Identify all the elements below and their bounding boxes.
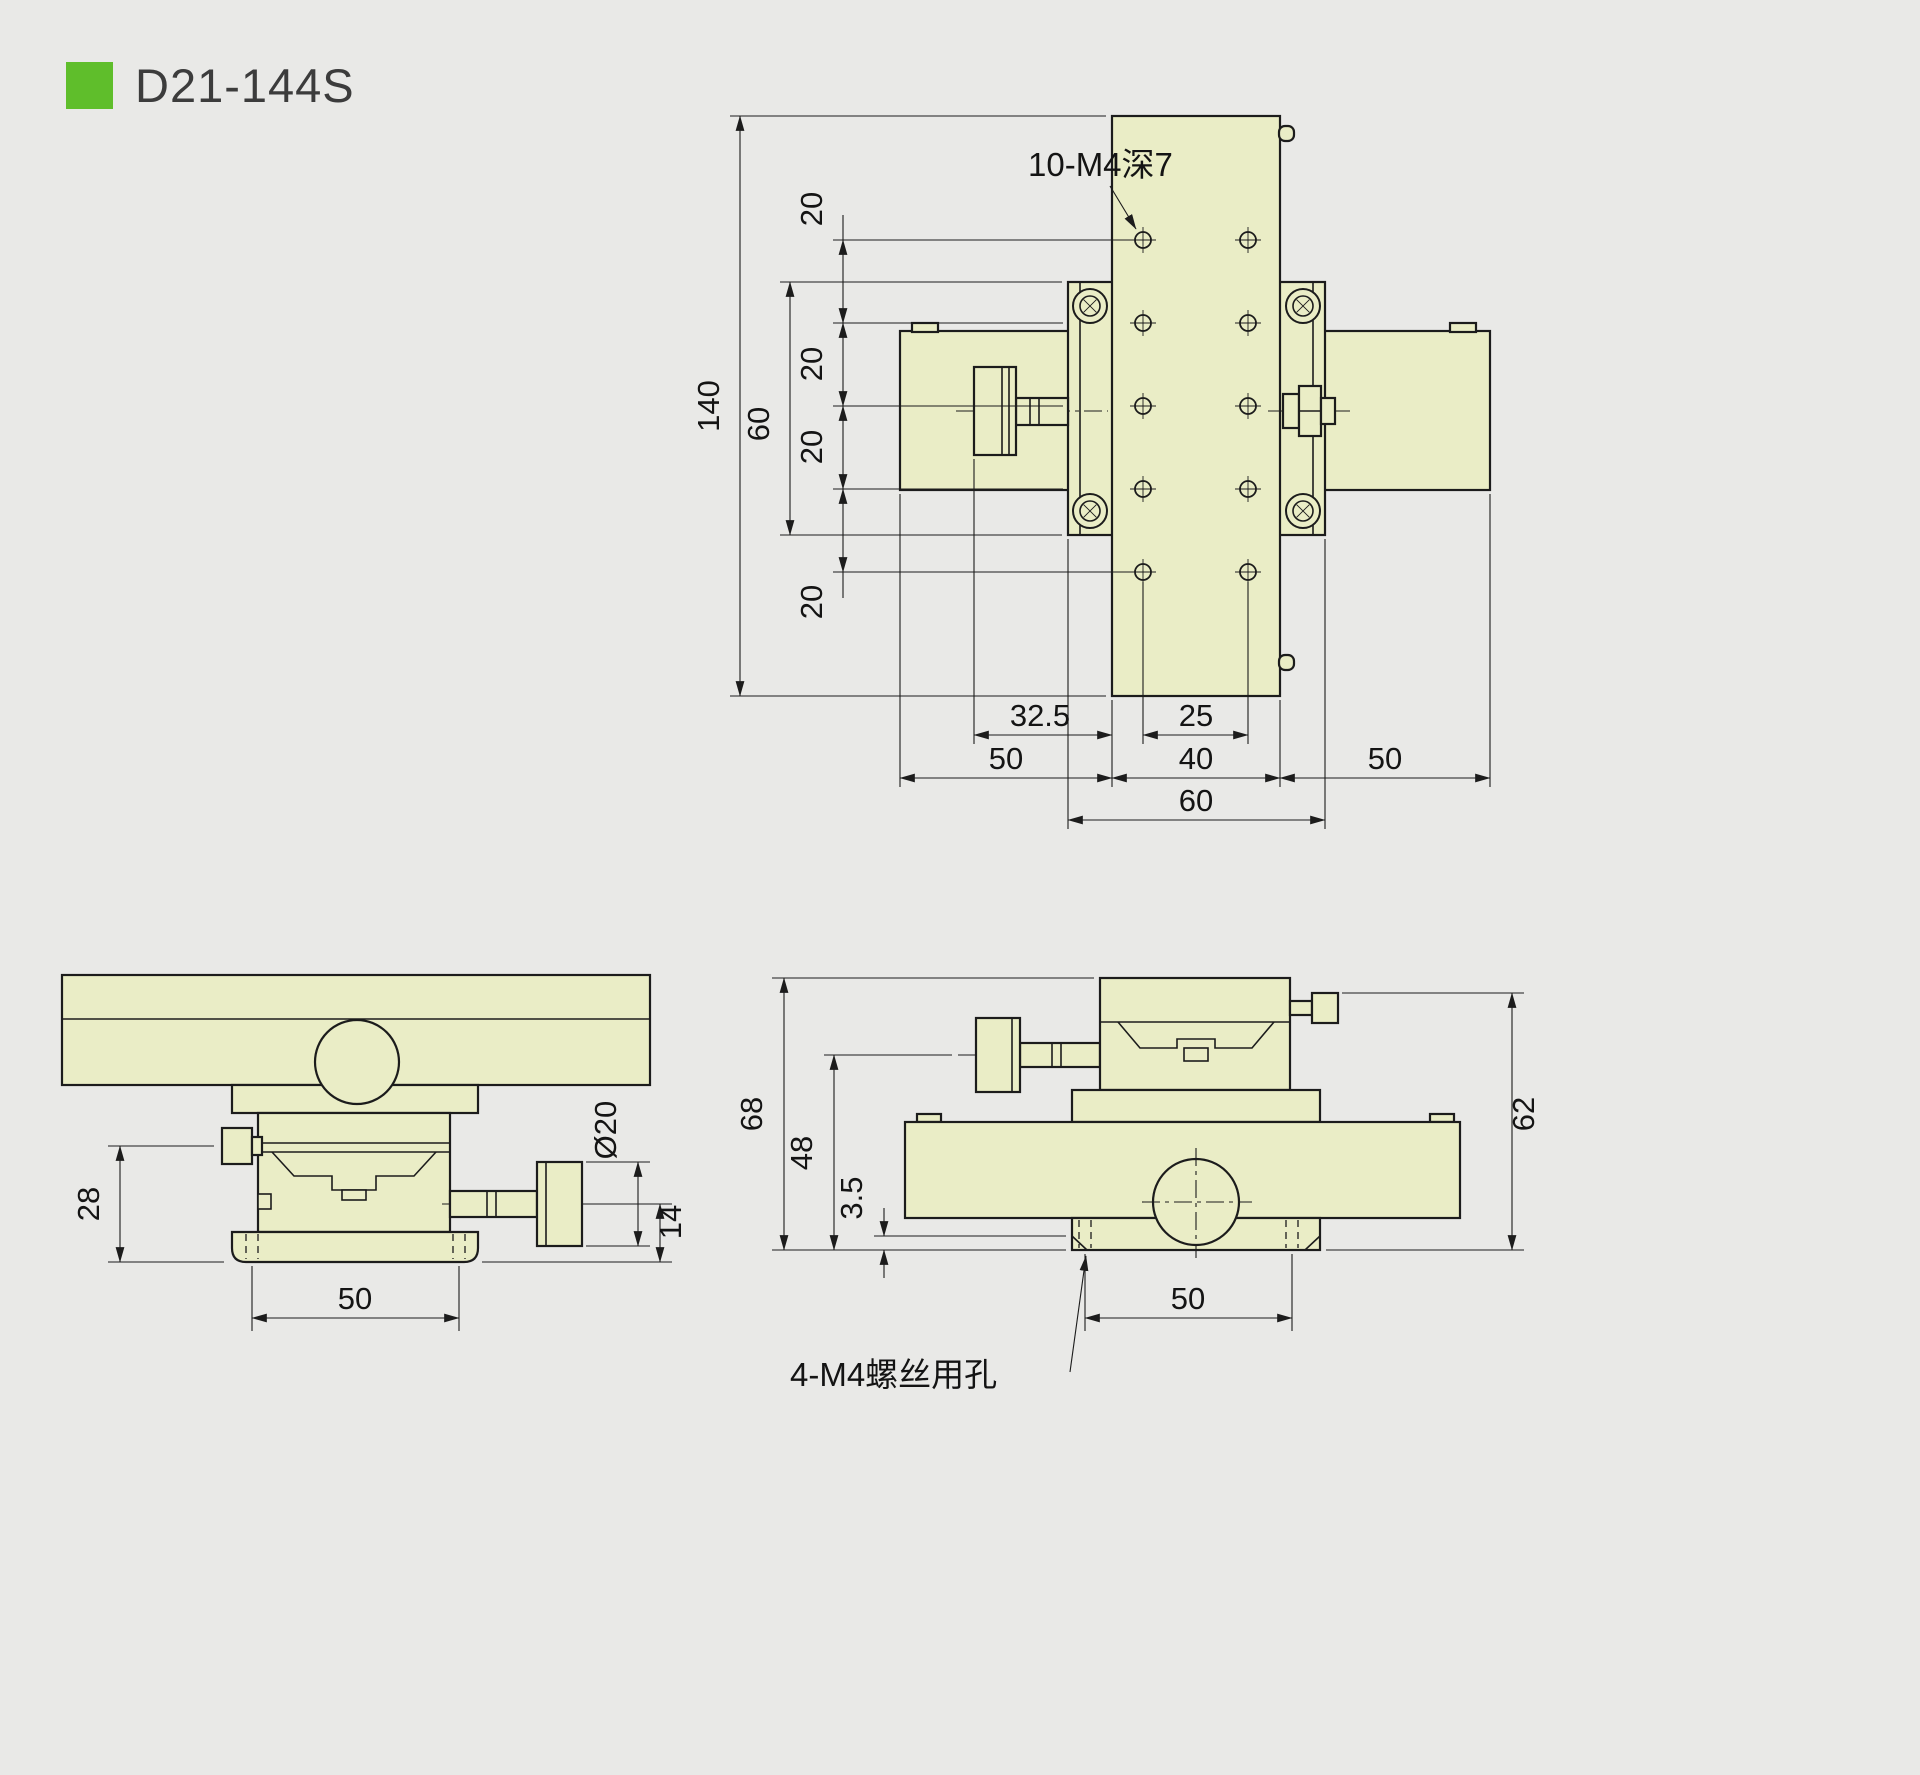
cap-screw-icon (1285, 288, 1321, 324)
page-title: D21-144S (135, 59, 355, 112)
adjuster-tip (1319, 396, 1337, 426)
top-view: 10-M4深7 140 60 (691, 114, 1492, 829)
base-holes-callout: 4-M4螺丝用孔 (790, 1356, 997, 1393)
adjuster-neck (1281, 392, 1301, 430)
dim-50: 50 (1171, 1281, 1205, 1316)
carriage-block (256, 1111, 452, 1234)
dim-40: 40 (1179, 741, 1213, 776)
dim-3-5: 3.5 (834, 1176, 869, 1219)
dim-68: 68 (734, 1097, 769, 1131)
dovetail-profile (1117, 1021, 1275, 1049)
upper-carriage (1098, 976, 1292, 1092)
dim-dia20: Ø20 (588, 1101, 623, 1160)
drive-shaft (1014, 396, 1070, 427)
dim-20d: 20 (794, 585, 829, 619)
side-view: 28 Ø20 14 50 (60, 973, 688, 1331)
clamp-screw-shaft (250, 1135, 264, 1157)
dim-50: 50 (338, 1281, 372, 1316)
stage-tab-left (915, 1112, 943, 1124)
dovetail-gib (341, 1189, 367, 1201)
dim-60w: 60 (1179, 783, 1213, 818)
leader-line (1109, 185, 1137, 230)
stage-tab-right (1428, 1112, 1456, 1124)
dim-20b: 20 (794, 347, 829, 381)
clamp-detail (257, 1193, 272, 1210)
plate-edge-pin (1277, 653, 1296, 672)
dim-25: 25 (1179, 698, 1213, 733)
front-view: 68 48 3.5 62 50 4-M4螺丝用孔 (734, 976, 1541, 1393)
side-view-dimensions: 28 Ø20 14 50 (71, 1101, 688, 1331)
dim-50-left: 50 (989, 741, 1023, 776)
dim-20c: 20 (794, 430, 829, 464)
saddle-plate (1070, 1088, 1322, 1124)
clamp-screw (1310, 991, 1340, 1025)
holes-callout: 10-M4深7 (1028, 146, 1173, 183)
dim-14: 14 (653, 1205, 688, 1239)
cap-screw-icon (1072, 288, 1108, 324)
header: D21-144S (66, 58, 355, 113)
dovetail-gib (1183, 1047, 1209, 1062)
cap-screw-icon (1285, 493, 1321, 529)
dim-32-5: 32.5 (1010, 698, 1070, 733)
cap-screw-icon (1072, 493, 1108, 529)
bar-tab-left (910, 321, 940, 334)
front-view-dimensions: 68 48 3.5 62 50 4-M4螺丝用孔 (734, 977, 1541, 1393)
dim-28: 28 (71, 1187, 106, 1221)
clamp-screw (220, 1126, 254, 1166)
base-flange (230, 1230, 480, 1264)
base-chamfer-line (1304, 1235, 1321, 1251)
bar-tab-right (1448, 321, 1478, 334)
dim-140: 140 (691, 380, 726, 432)
drive-knob (974, 1016, 1022, 1094)
clamp-screw-shaft (1288, 999, 1314, 1017)
knob-end-circle (313, 1018, 401, 1106)
dim-48: 48 (784, 1136, 819, 1170)
base-chamfer-line (1071, 1235, 1088, 1251)
drive-shaft (448, 1189, 539, 1219)
drive-knob (535, 1160, 584, 1248)
top-view-dimensions: 140 60 20 20 20 20 (691, 115, 1491, 829)
dim-50-right: 50 (1368, 741, 1402, 776)
dim-60v: 60 (741, 407, 776, 441)
dim-62: 62 (1506, 1097, 1541, 1131)
accent-square-icon (66, 62, 113, 109)
drive-shaft (1018, 1041, 1102, 1069)
plate-edge-pin (1277, 124, 1296, 143)
leader-line (1069, 1255, 1089, 1373)
dim-20a: 20 (794, 192, 829, 226)
